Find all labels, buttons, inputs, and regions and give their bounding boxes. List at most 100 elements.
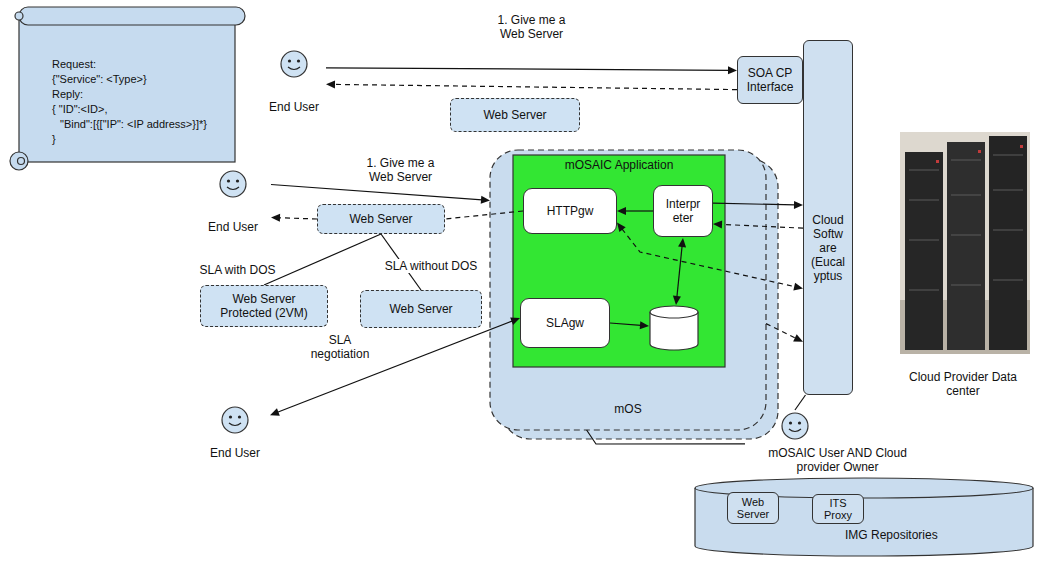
datacenter-node: Cloud Provider Data center xyxy=(893,130,1033,398)
edge-label-holder: SLA without DOS xyxy=(383,259,480,273)
user-actor: End User xyxy=(195,168,271,234)
database-top xyxy=(650,306,698,318)
face xyxy=(220,171,246,197)
edge-label-holder: 1. Give me a Web Server xyxy=(359,156,443,184)
face xyxy=(782,413,808,439)
node-label: Web Server xyxy=(389,302,452,316)
service-box: Web Server Protected (2VM) xyxy=(200,285,328,327)
application-title: mOSAIC Application xyxy=(565,158,674,172)
connector-line xyxy=(279,218,317,219)
connector-arrow xyxy=(271,214,317,222)
node-label: ITS Proxy xyxy=(817,497,859,521)
edge-label-holder: SLA negotiation xyxy=(301,333,380,361)
arrow-head xyxy=(270,408,280,415)
gateway-box: SLAgw xyxy=(520,298,610,348)
connector-arrow xyxy=(587,430,745,444)
image-box: ITS Proxy xyxy=(812,494,864,524)
edge-label-holder: 1. Give me a Web Server xyxy=(490,13,574,41)
face xyxy=(281,51,307,77)
eye xyxy=(798,421,801,424)
connector-arrow xyxy=(713,220,803,228)
connector-arrow xyxy=(271,185,490,204)
connector-arrow xyxy=(264,234,381,285)
scroll-curl xyxy=(15,12,23,20)
connector-line xyxy=(271,185,482,200)
arrow-head xyxy=(510,318,520,325)
user-actor: End User xyxy=(262,48,326,114)
service-box: Web Server xyxy=(360,290,482,328)
arrow-head xyxy=(481,196,490,204)
server-rack xyxy=(905,152,943,350)
eye xyxy=(789,421,792,424)
rack-lights xyxy=(936,145,1023,163)
edge-label-holder: SLA with DOS xyxy=(197,263,277,277)
arrow-head xyxy=(271,214,280,222)
connector-line xyxy=(713,203,795,205)
arrow-head xyxy=(793,334,803,342)
repository-label: IMG Repositories xyxy=(845,528,938,542)
scroll-roll xyxy=(19,7,245,25)
connector-line xyxy=(721,224,803,228)
arrow-head xyxy=(326,80,335,88)
connector-arrow xyxy=(795,395,806,410)
connector-line xyxy=(587,430,745,444)
person-icon xyxy=(218,169,248,199)
server-rack xyxy=(989,136,1027,350)
arrow-head xyxy=(793,283,803,291)
service-box: Web Server xyxy=(450,98,580,132)
node-label: Web Server Protected (2VM) xyxy=(214,292,314,320)
connector-line xyxy=(795,395,806,410)
datacenter-picture xyxy=(900,132,1030,354)
smile xyxy=(229,423,241,426)
owner-actor: mOSAIC User AND Cloud provider Owner xyxy=(745,410,930,474)
arrow-head xyxy=(678,238,686,247)
connector-line xyxy=(334,84,737,89)
scroll-body xyxy=(19,16,235,162)
node-label: Web Server xyxy=(349,212,412,226)
node-label: HTTPgw xyxy=(547,204,594,218)
person-icon xyxy=(780,411,810,441)
arrow-head xyxy=(713,220,722,228)
message-text: Reply: xyxy=(52,87,83,102)
connector-line xyxy=(326,68,729,71)
message-scroll: Request:{"Service": <Type>}Reply:{ "ID":… xyxy=(5,5,245,173)
smile xyxy=(789,429,801,432)
eye xyxy=(288,59,291,62)
node-label: Interpr eter xyxy=(659,197,707,225)
eye xyxy=(227,179,230,182)
database-wires xyxy=(610,238,686,329)
edge-label: SLA without DOS xyxy=(383,259,480,273)
message-text: } xyxy=(52,132,56,147)
photo-ground xyxy=(900,132,1030,354)
rack-stripes xyxy=(909,155,1023,290)
user-actor: End User xyxy=(200,404,270,460)
smile xyxy=(227,187,239,190)
connector-arrow xyxy=(326,66,737,74)
person-icon xyxy=(279,49,309,79)
connector-line xyxy=(622,229,795,287)
actor-label: End User xyxy=(269,100,319,114)
wire xyxy=(610,323,641,325)
photo-caption: Cloud Provider Data center xyxy=(908,370,1018,398)
connector-arrow xyxy=(270,318,520,416)
region-outline xyxy=(490,150,766,430)
message-text: "Bind":[{["IP": <IP address>}]*} xyxy=(60,117,207,132)
interpreter-box: Interpr eter xyxy=(653,185,713,237)
database-symbol xyxy=(650,306,698,350)
message-text: {"Service": <Type>} xyxy=(52,72,147,87)
connector-line xyxy=(277,321,512,412)
cloud-software-box: Cloud Softw are (Eucal yptus xyxy=(803,40,853,395)
face xyxy=(222,407,248,433)
mos-region: mOSmOSAIC ApplicationHTTPgwInterpr eterS… xyxy=(490,150,766,430)
application-fill xyxy=(513,155,725,367)
connector-arrow xyxy=(766,324,803,342)
node-label: SOA CP Interface xyxy=(742,66,798,94)
actor-label: mOSAIC User AND Cloud provider Owner xyxy=(758,446,918,474)
smile xyxy=(288,67,300,70)
edge-label: SLA with DOS xyxy=(197,263,277,277)
interface-box: SOA CP Interface xyxy=(737,56,803,104)
node-label: Cloud Softw are (Eucal yptus xyxy=(808,213,848,283)
scroll-curl xyxy=(18,158,25,165)
